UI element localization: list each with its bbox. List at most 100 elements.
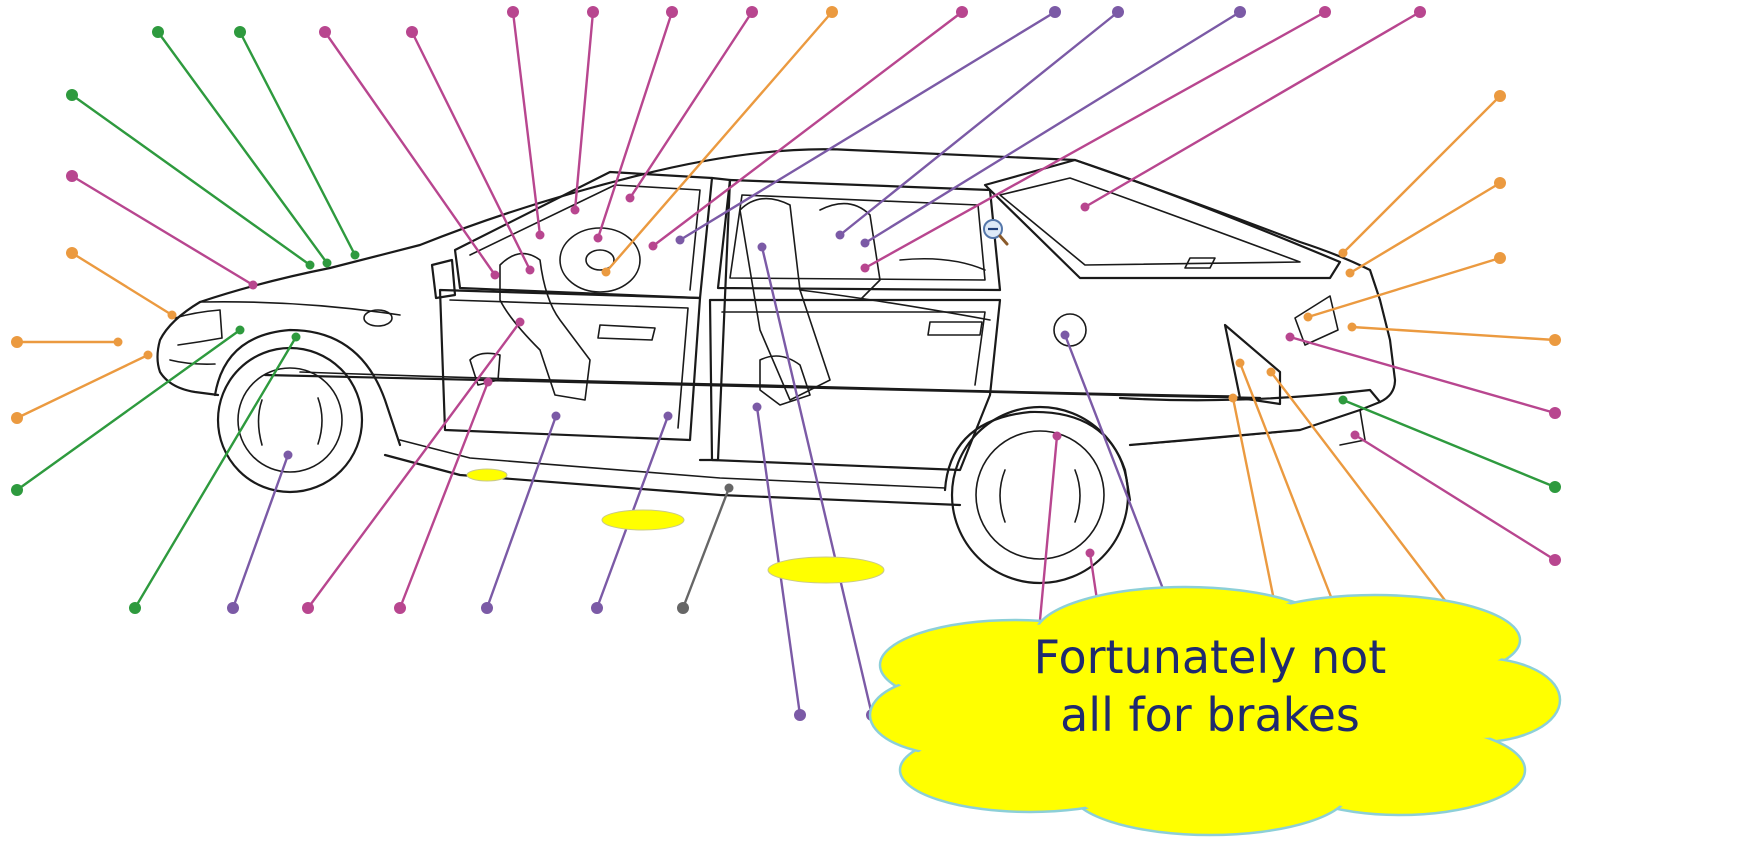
- leader-line: [1240, 363, 1340, 620]
- component-dot: [1339, 396, 1348, 405]
- marker-dot: [587, 6, 599, 18]
- marker-dot: [11, 484, 23, 496]
- marker-dot: [1494, 252, 1506, 264]
- callout-text: Fortunately not all for brakes: [1010, 628, 1410, 744]
- leader-line: [865, 12, 1325, 268]
- component-dot: [114, 338, 123, 347]
- component-dot: [1348, 323, 1357, 332]
- callout-line-2: all for brakes: [1010, 686, 1410, 744]
- component-dot: [306, 261, 315, 270]
- component-dot: [571, 206, 580, 215]
- marker-dot: [394, 602, 406, 614]
- component-dot: [676, 236, 685, 245]
- component-dot: [292, 333, 301, 342]
- leader-line: [1343, 400, 1555, 487]
- component-dot: [491, 271, 500, 280]
- leader-line: [17, 330, 240, 490]
- leader-line: [233, 455, 288, 608]
- leader-line: [72, 95, 310, 265]
- car-outline: [158, 149, 1396, 583]
- marker-dot: [826, 6, 838, 18]
- leader-line: [606, 12, 832, 272]
- marker-dot: [66, 89, 78, 101]
- marker-dot: [1549, 481, 1561, 493]
- marker-dot: [794, 709, 806, 721]
- component-dot: [725, 484, 734, 493]
- marker-dot: [1549, 554, 1561, 566]
- leader-line: [1085, 12, 1420, 207]
- marker-dot: [66, 170, 78, 182]
- marker-dot: [677, 602, 689, 614]
- leader-line: [308, 322, 520, 608]
- marker-dot: [666, 6, 678, 18]
- component-dot: [1351, 431, 1360, 440]
- marker-dot: [152, 26, 164, 38]
- leader-line: [1355, 435, 1555, 560]
- component-dot: [526, 266, 535, 275]
- leader-line: [680, 12, 1055, 240]
- marker-dot: [1494, 177, 1506, 189]
- component-dot: [602, 268, 611, 277]
- component-dot: [1081, 203, 1090, 212]
- leader-line: [17, 355, 148, 418]
- leader-line: [598, 12, 672, 238]
- component-dot: [1086, 549, 1095, 558]
- marker-dot: [507, 6, 519, 18]
- leader-line: [1290, 337, 1555, 413]
- component-dot: [861, 239, 870, 248]
- marker-dot: [1494, 90, 1506, 102]
- leader-line: [72, 253, 172, 315]
- component-dot: [1061, 331, 1070, 340]
- component-dot: [1267, 368, 1276, 377]
- component-dot: [836, 231, 845, 240]
- highlight-spot: [768, 557, 884, 583]
- component-dot: [626, 194, 635, 203]
- component-dot: [649, 242, 658, 251]
- component-dot: [594, 234, 603, 243]
- component-dot: [516, 318, 525, 327]
- leader-line: [325, 32, 495, 275]
- marker-dot: [1549, 334, 1561, 346]
- marker-dot: [746, 6, 758, 18]
- component-dot: [1304, 313, 1313, 322]
- leader-line: [865, 12, 1240, 243]
- leader-line: [840, 12, 1118, 235]
- marker-dot: [1234, 6, 1246, 18]
- highlight-spot: [602, 510, 684, 530]
- marker-dot: [129, 602, 141, 614]
- callout-line-1: Fortunately not: [1010, 628, 1410, 686]
- leader-line: [683, 488, 729, 608]
- leader-line: [158, 32, 327, 263]
- marker-dot: [319, 26, 331, 38]
- marker-dot: [1414, 6, 1426, 18]
- leader-line: [1352, 327, 1555, 340]
- component-dot: [351, 251, 360, 260]
- highlight-spot: [467, 469, 507, 481]
- marker-dot: [11, 336, 23, 348]
- marker-dot: [302, 602, 314, 614]
- leader-line: [412, 32, 530, 270]
- marker-dot: [956, 6, 968, 18]
- leader-line: [513, 12, 540, 235]
- marker-dot: [481, 602, 493, 614]
- leader-line: [135, 337, 296, 608]
- component-dot: [1346, 269, 1355, 278]
- component-dot: [536, 231, 545, 240]
- marker-dot: [234, 26, 246, 38]
- component-dot: [1229, 394, 1238, 403]
- marker-dot: [406, 26, 418, 38]
- leader-line: [1040, 436, 1057, 620]
- marker-dot: [1549, 407, 1561, 419]
- leader-line: [575, 12, 593, 210]
- marker-dot: [227, 602, 239, 614]
- leader-line: [1233, 398, 1278, 620]
- component-dot: [484, 378, 493, 387]
- component-dot: [758, 243, 767, 252]
- component-dot: [168, 311, 177, 320]
- component-dot: [284, 451, 293, 460]
- marker-dot: [1112, 6, 1124, 18]
- marker-dot: [1319, 6, 1331, 18]
- leader-line: [1065, 335, 1175, 620]
- leader-line: [1350, 183, 1500, 273]
